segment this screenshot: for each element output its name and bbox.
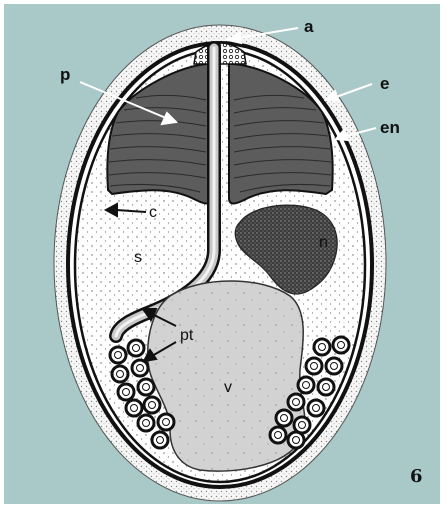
label-a: a [304, 17, 314, 36]
figure-number: 6 [410, 466, 423, 487]
label-p: p [60, 65, 70, 84]
label-en: en [380, 118, 400, 137]
label-c: c [149, 204, 157, 221]
label-s: s [134, 249, 142, 266]
label-e: e [380, 74, 389, 93]
label-pt: pt [180, 327, 194, 344]
label-n: n [319, 234, 328, 251]
label-v: v [224, 379, 232, 396]
